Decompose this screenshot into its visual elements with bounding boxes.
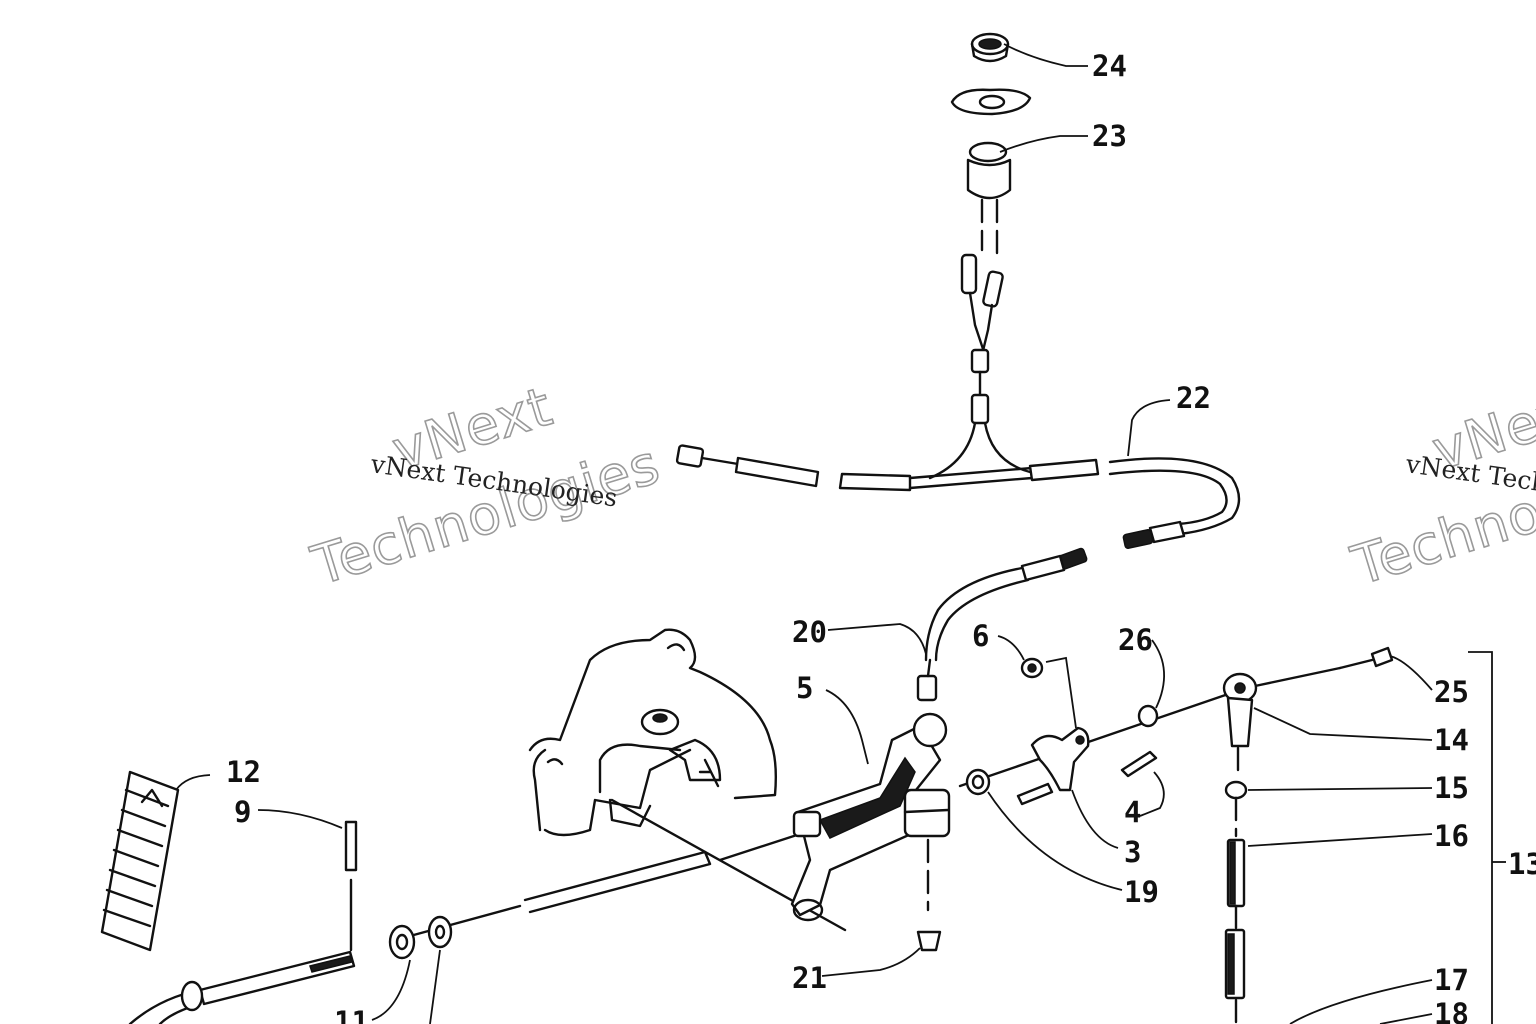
part-4-pin	[1120, 750, 1158, 778]
switch-wire-connectors	[960, 253, 1004, 400]
part-15-nut	[1224, 746, 1248, 800]
part-26-washer	[1137, 704, 1159, 728]
callout-16: 16	[1434, 819, 1469, 853]
part-17-rod	[1224, 904, 1246, 1024]
watermark-right: vNext Technologies vNext Technologies	[1344, 374, 1536, 599]
part-19-washer	[965, 768, 991, 796]
pedal-shaft	[128, 950, 356, 1024]
part-23-switch	[966, 141, 1012, 262]
leader-lines	[175, 43, 1433, 1024]
part-6-nut	[1020, 657, 1044, 679]
callout-15: 15	[1434, 771, 1469, 805]
part-5-lever	[790, 712, 951, 952]
callout-23: 23	[1092, 119, 1127, 153]
part-25-bolt	[1338, 646, 1394, 670]
callout-14: 14	[1434, 723, 1469, 757]
callout-17: 17	[1434, 963, 1469, 997]
part-3-arm	[1016, 726, 1090, 806]
part-20-wire	[916, 547, 1088, 702]
callout-5: 5	[796, 671, 813, 705]
callout-13: 13	[1508, 847, 1536, 881]
callout-11: 11	[334, 1005, 369, 1024]
housing-bracket	[528, 628, 778, 837]
callout-3: 3	[1124, 835, 1141, 869]
callout-22: 22	[1176, 381, 1211, 415]
callout-26: 26	[1118, 623, 1153, 657]
callout-19: 19	[1124, 875, 1159, 909]
callout-12: 12	[226, 755, 261, 789]
callout-labels: 24 23 22 20 6 26 25 5 14 15 16 4 3 19 13…	[226, 49, 1536, 1024]
part-24-gasket	[950, 88, 1032, 116]
callout-4: 4	[1124, 795, 1141, 829]
callout-21: 21	[792, 961, 827, 995]
part-16-rod	[1226, 796, 1246, 908]
part-12-decal	[100, 770, 180, 952]
part-24-cap	[970, 32, 1010, 63]
callout-18: 18	[1434, 997, 1469, 1024]
callout-6: 6	[972, 619, 989, 653]
callout-25: 25	[1434, 675, 1469, 709]
callout-24: 24	[1092, 49, 1127, 83]
part-9-pin	[344, 820, 358, 952]
callout-20: 20	[792, 615, 827, 649]
bracket-13-group	[1468, 651, 1506, 1024]
callout-9: 9	[234, 795, 251, 829]
watermark-left: vNext Technologies vNext Technologies	[304, 374, 668, 599]
part-14-rod-end	[1222, 672, 1258, 748]
part-11-washers	[388, 915, 453, 960]
part-22-wire-harness	[675, 393, 1241, 549]
